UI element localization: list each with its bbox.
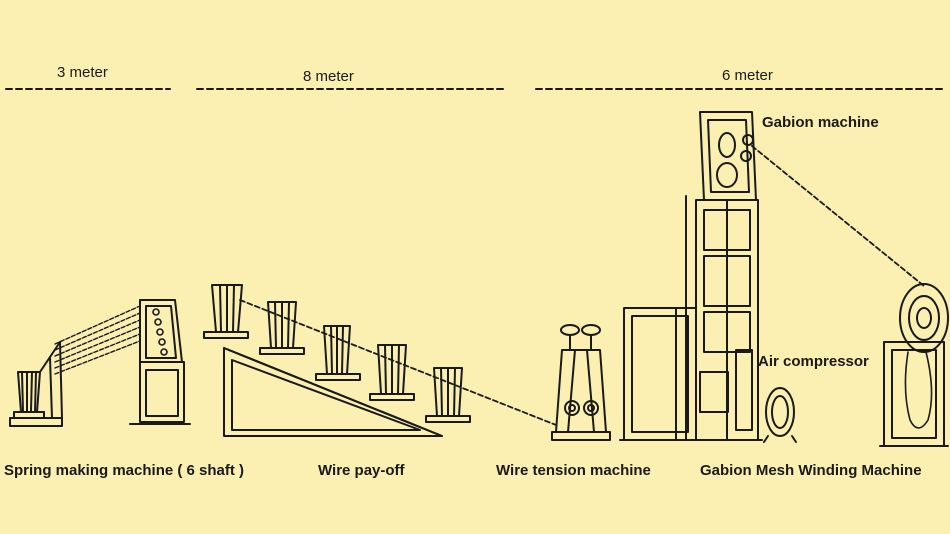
mesh-path [751, 145, 925, 287]
air-compressor [763, 387, 797, 443]
dimension-label-3m: 3 meter [57, 64, 108, 81]
gabion-machine [619, 111, 763, 441]
spring-making-machine [9, 299, 191, 427]
caption-wire-pay-off: Wire pay-off [318, 462, 405, 479]
wire-path [239, 299, 557, 426]
dimension-label-8m: 8 meter [303, 68, 354, 85]
caption-gabion-mesh-winding-machine: Gabion Mesh Winding Machine [700, 462, 922, 479]
wire-pay-off [203, 284, 471, 437]
caption-spring-making-machine: Spring making machine ( 6 shaft ) [4, 462, 245, 479]
label-gabion-machine: Gabion machine [762, 114, 879, 131]
dimension-label-6m: 6 meter [722, 67, 773, 84]
wire-tension-machine [551, 324, 611, 441]
gabion-mesh-winding-machine [879, 283, 949, 447]
label-air-compressor: Air compressor [758, 353, 869, 370]
caption-wire-tension-machine: Wire tension machine [496, 462, 651, 479]
